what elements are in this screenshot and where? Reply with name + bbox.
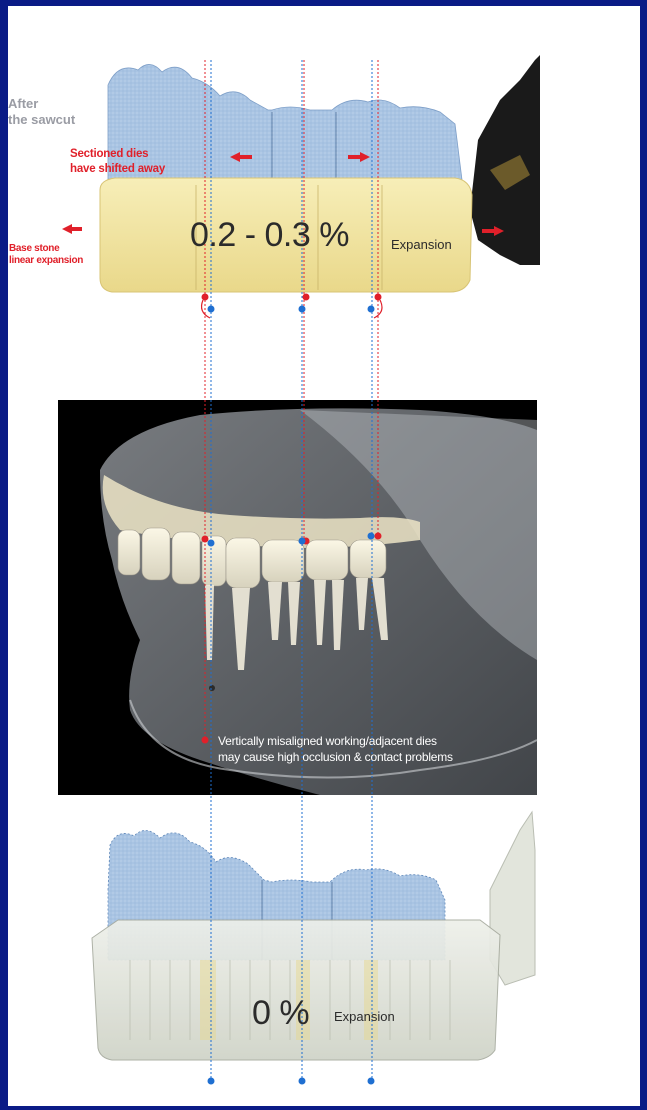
skull-note-line2: may cause high occlusion & contact probl… [218, 749, 453, 765]
stage-label-line2: the sawcut [8, 112, 75, 127]
skull-note-line1: Vertically misaligned working/adjacent d… [218, 733, 437, 749]
bottom-expansion-value: 0 % [252, 994, 309, 1033]
dies-note-line1: Sectioned dies [70, 147, 148, 161]
bottom-tray-model [92, 812, 535, 1060]
base-note-line2: linear expansion [9, 255, 83, 267]
top-expansion-word: Expansion [391, 237, 452, 252]
base-note-line1: Base stone [9, 243, 59, 255]
top-stone-model [100, 55, 540, 292]
top-expansion-value: 0.2 - 0.3 % [190, 216, 349, 255]
dies-note-line2: have shifted away [70, 162, 165, 176]
curved-shift-arrows [202, 300, 382, 318]
bottom-expansion-word: Expansion [334, 1009, 395, 1024]
stage-label-line1: After [8, 96, 38, 111]
